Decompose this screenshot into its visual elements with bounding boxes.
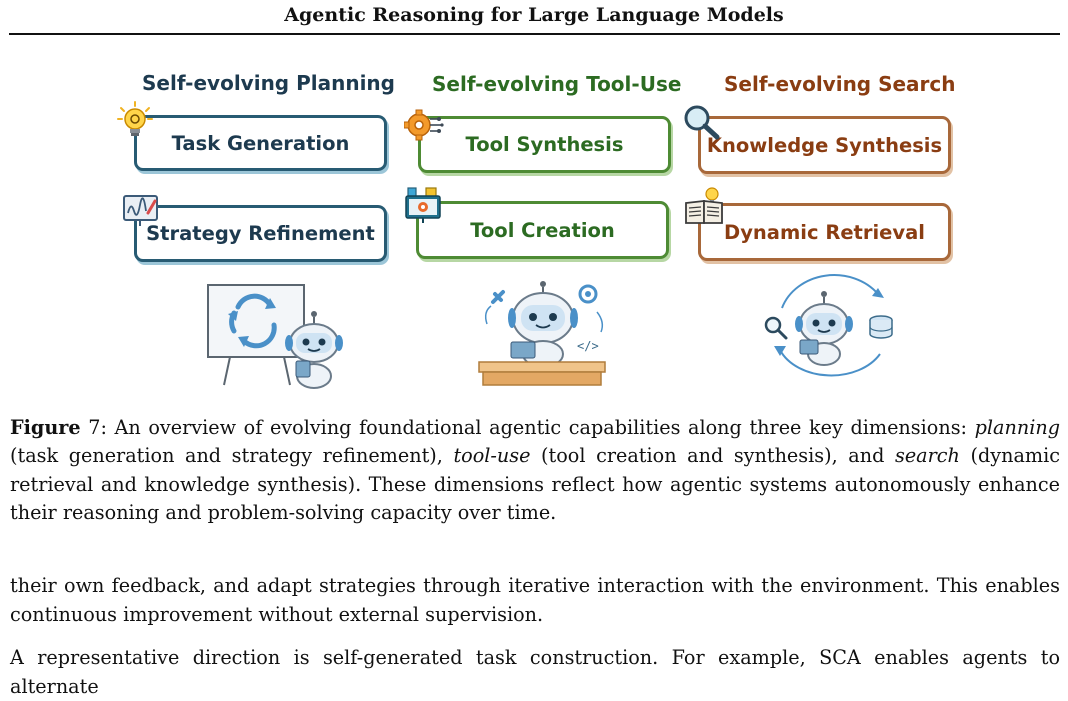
caption-text: : An overview of evolving foundational a… <box>100 416 975 439</box>
running-head: Agentic Reasoning for Large Language Mod… <box>284 4 784 26</box>
caption-text: (tool creation and synthesis), and <box>530 444 895 468</box>
task-generation-label: Task Generation <box>171 131 350 155</box>
whiteboard-chart-icon <box>123 195 158 226</box>
strategy-refinement-box: Strategy Refinement <box>134 205 387 262</box>
knowledge-synthesis-label: Knowledge Synthesis <box>706 133 943 157</box>
lightbulb-gear-icon <box>117 101 153 141</box>
planning-title: Self-evolving Planning <box>142 71 395 95</box>
body-paragraph: their own feedback, and adapt strategies… <box>10 574 1060 626</box>
strategy-refinement-label: Strategy Refinement <box>146 222 375 245</box>
dynamic-retrieval-label: Dynamic Retrieval <box>724 220 925 244</box>
caption-emphasis: tool-use <box>453 444 531 468</box>
caption-text: (dynamic retrieval and knowledge synthes… <box>10 444 1060 524</box>
caption-emphasis: search <box>894 444 960 468</box>
caption-label: Figure <box>10 416 81 439</box>
tool-use-title: Self-evolving Tool-Use <box>432 72 682 96</box>
robot-desk-tools-illustration: </> <box>478 281 606 386</box>
toolbox-gear-icon <box>405 187 441 223</box>
tool-creation-box: Tool Creation <box>416 201 669 259</box>
robot-search-cycle-illustration <box>764 274 893 377</box>
dynamic-retrieval-box: Dynamic Retrieval <box>698 203 951 261</box>
caption-text: (task generation and strategy refinement… <box>10 444 454 468</box>
tool-synthesis-label: Tool Synthesis <box>465 133 624 156</box>
body-paragraph: A representative direction is self-gener… <box>10 646 1060 698</box>
figure-caption: Figure 7: An overview of evolving founda… <box>10 414 1060 527</box>
caption-emphasis: planning <box>974 416 1060 439</box>
svg-text:</>: </> <box>577 339 599 353</box>
magnifier-icon <box>684 105 720 140</box>
gear-circuit-icon <box>404 109 444 141</box>
robot-whiteboard-cycle-illustration <box>207 284 343 389</box>
task-generation-box: Task Generation <box>134 115 387 171</box>
knowledge-synthesis-box: Knowledge Synthesis <box>698 116 951 174</box>
search-title: Self-evolving Search <box>724 72 956 96</box>
header-rule <box>9 33 1060 35</box>
open-book-lightbulb-icon <box>685 187 723 224</box>
tool-creation-label: Tool Creation <box>470 218 615 242</box>
tool-synthesis-box: Tool Synthesis <box>418 116 671 173</box>
caption-number: 7 <box>88 416 101 439</box>
